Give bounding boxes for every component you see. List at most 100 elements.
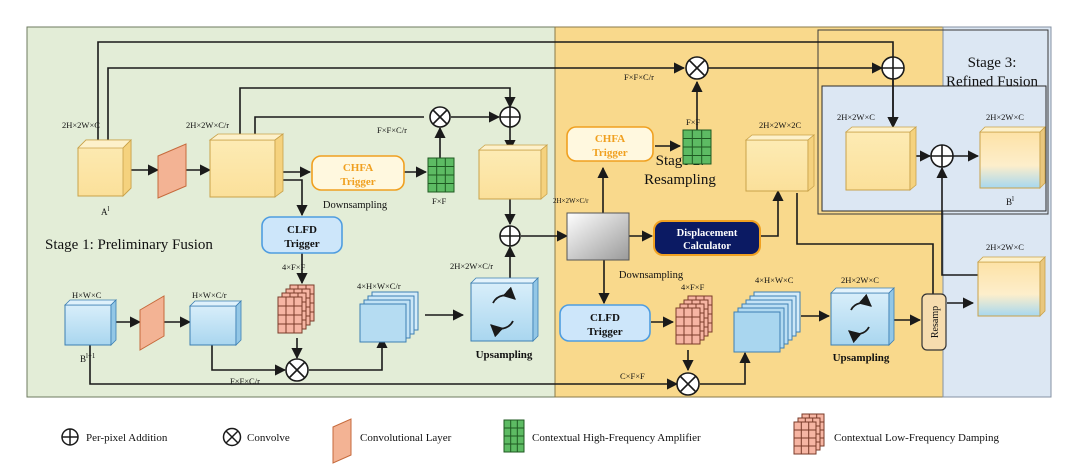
convolve-op-3 xyxy=(676,372,700,396)
arrow-convolve2-to-stack xyxy=(309,336,388,371)
addition-op-1 xyxy=(499,106,521,128)
chfa-trigger-1: CHFA Trigger xyxy=(311,155,405,191)
arrow-feat-to-clfd xyxy=(275,179,308,217)
feature-b xyxy=(64,299,117,346)
resamp-module: Resamp xyxy=(921,293,947,351)
svg-text:CHFA: CHFA xyxy=(343,162,373,174)
dim-4hwcr: 4×H×W×C/r xyxy=(357,281,401,291)
legend-amplifier-label: Contextual High-Frequency Amplifier xyxy=(532,432,701,444)
dim-4hwc: 4×H×W×C xyxy=(755,275,794,285)
addition-op-3 xyxy=(930,144,954,168)
arrow-displacement-to-feat2c xyxy=(760,189,784,237)
legend-convolve-icon xyxy=(222,427,242,447)
legend-amplifier-icon xyxy=(503,419,525,453)
label-upsampling-2: Upsampling xyxy=(833,352,890,364)
dim-2h2wcr-3: 2H×2W×C/r xyxy=(553,197,589,205)
svg-text:Trigger: Trigger xyxy=(592,147,627,159)
legend: Per-pixel Addition Convolve Convolutiona… xyxy=(61,413,999,464)
conv-layer-2 xyxy=(139,295,165,351)
feature-gray xyxy=(566,212,630,261)
dim-ffcr-2: F×F×C/r xyxy=(230,376,260,386)
stage3-title-line2: Refined Fusion xyxy=(946,74,1039,90)
svg-text:Displacement: Displacement xyxy=(677,228,738,239)
convolve-op-1 xyxy=(429,106,451,128)
damping-stack-1 xyxy=(277,284,315,334)
connectors xyxy=(89,41,980,390)
conv-layer-1 xyxy=(157,143,187,199)
arrow-a-to-stage2-conv xyxy=(107,62,686,140)
dim-ff-1: F×F xyxy=(432,196,447,206)
dim-hwc: H×W×C xyxy=(72,290,102,300)
feature-a xyxy=(77,139,132,197)
feature-fused-stage1 xyxy=(477,144,549,200)
dim-4ff-1: 4×F×F xyxy=(282,262,306,272)
upsampling-module-2 xyxy=(830,287,895,346)
feature-stack-4hwc xyxy=(733,291,801,353)
stage3-outline xyxy=(817,29,1049,215)
displacement-calculator: Displacement Calculator xyxy=(653,220,761,256)
svg-text:Calculator: Calculator xyxy=(683,241,731,252)
dim-ff-2: F×F xyxy=(686,117,701,127)
label-downsampling-1: Downsampling xyxy=(323,200,388,211)
svg-text:CHFA: CHFA xyxy=(595,133,625,145)
amplifier-grid-1 xyxy=(427,157,455,193)
damping-stack-2 xyxy=(675,295,713,345)
dim-2h2wc-4: 2H×2W×C xyxy=(986,112,1024,122)
legend-conv-layer-icon xyxy=(332,418,352,464)
arrow-feat-to-add1 xyxy=(239,87,516,140)
addition-op-top xyxy=(881,56,905,80)
feature-2h2w2c xyxy=(744,134,816,192)
dim-cff: C×F×F xyxy=(620,371,645,381)
feature-hwcr xyxy=(189,300,242,346)
arrow-b-to-convolve3 xyxy=(89,345,679,390)
dim-2h2wc-3: 2H×2W×C xyxy=(837,112,875,122)
svg-text:Trigger: Trigger xyxy=(284,238,319,250)
svg-text:CLFD: CLFD xyxy=(590,312,620,324)
legend-addition-icon xyxy=(61,428,79,446)
legend-damping-icon xyxy=(793,413,825,455)
arrow-feat-to-convolve1 xyxy=(254,116,424,140)
dim-ffcr-3: F×F×C/r xyxy=(624,72,654,82)
feature-stage3-input xyxy=(844,126,918,191)
feature-resampled xyxy=(977,256,1046,317)
legend-damping-label: Contextual Low-Frequency Damping xyxy=(834,432,999,444)
feature-output xyxy=(979,126,1046,189)
label-downsampling-2: Downsampling xyxy=(619,270,684,281)
legend-convolve-label: Convolve xyxy=(247,432,290,444)
label-a: Al xyxy=(101,205,110,217)
arrow-feat2c-to-resamp xyxy=(796,193,939,312)
convolve-op-2 xyxy=(285,358,309,382)
label-b: Bl+1 xyxy=(80,352,96,364)
svg-text:CLFD: CLFD xyxy=(287,224,317,236)
stage1-title: Stage 1: Preliminary Fusion xyxy=(45,237,213,253)
dim-2h2wc-5: 2H×2W×C xyxy=(986,242,1024,252)
legend-addition-label: Per-pixel Addition xyxy=(86,432,168,444)
dim-hwcr: H×W×C/r xyxy=(192,290,227,300)
dim-2h2wcr-2: 2H×2W×C/r xyxy=(450,261,493,271)
dim-2h2w2c: 2H×2W×2C xyxy=(759,120,801,130)
label-b-out: Bl xyxy=(1006,195,1014,207)
dimension-labels: 2H×2W×C 2H×2W×C/r F×F×C/r F×F H×W×C H×W×… xyxy=(62,72,1024,386)
addition-op-2 xyxy=(499,225,521,247)
upsampling-module-1 xyxy=(470,277,539,342)
arrow-feat3-to-convolve2 xyxy=(211,345,287,376)
arrow-mix-to-add3 xyxy=(936,166,978,276)
dim-a: 2H×2W×C xyxy=(62,120,100,130)
convolve-op-top xyxy=(685,56,709,80)
feature-2h2wcr xyxy=(208,133,285,198)
svg-text:Trigger: Trigger xyxy=(587,326,622,338)
amplifier-grid-2 xyxy=(682,129,712,165)
svg-text:Resamp: Resamp xyxy=(930,306,941,338)
svg-text:Trigger: Trigger xyxy=(340,176,375,188)
arrow-convolve3-to-stack2 xyxy=(700,351,751,385)
dim-feat-2h2wcr: 2H×2W×C/r xyxy=(186,120,229,130)
dim-2h2wc-2: 2H×2W×C xyxy=(841,275,879,285)
clfd-trigger-2: CLFD Trigger xyxy=(559,304,651,342)
clfd-trigger-1: CLFD Trigger xyxy=(261,216,343,254)
label-upsampling-1: Upsampling xyxy=(476,349,533,361)
stage3-title-line1: Stage 3: xyxy=(968,55,1017,71)
feature-stack-4hwcr xyxy=(359,291,419,343)
dim-4ff-2: 4×F×F xyxy=(681,282,705,292)
chfa-trigger-2: CHFA Trigger xyxy=(566,126,654,162)
